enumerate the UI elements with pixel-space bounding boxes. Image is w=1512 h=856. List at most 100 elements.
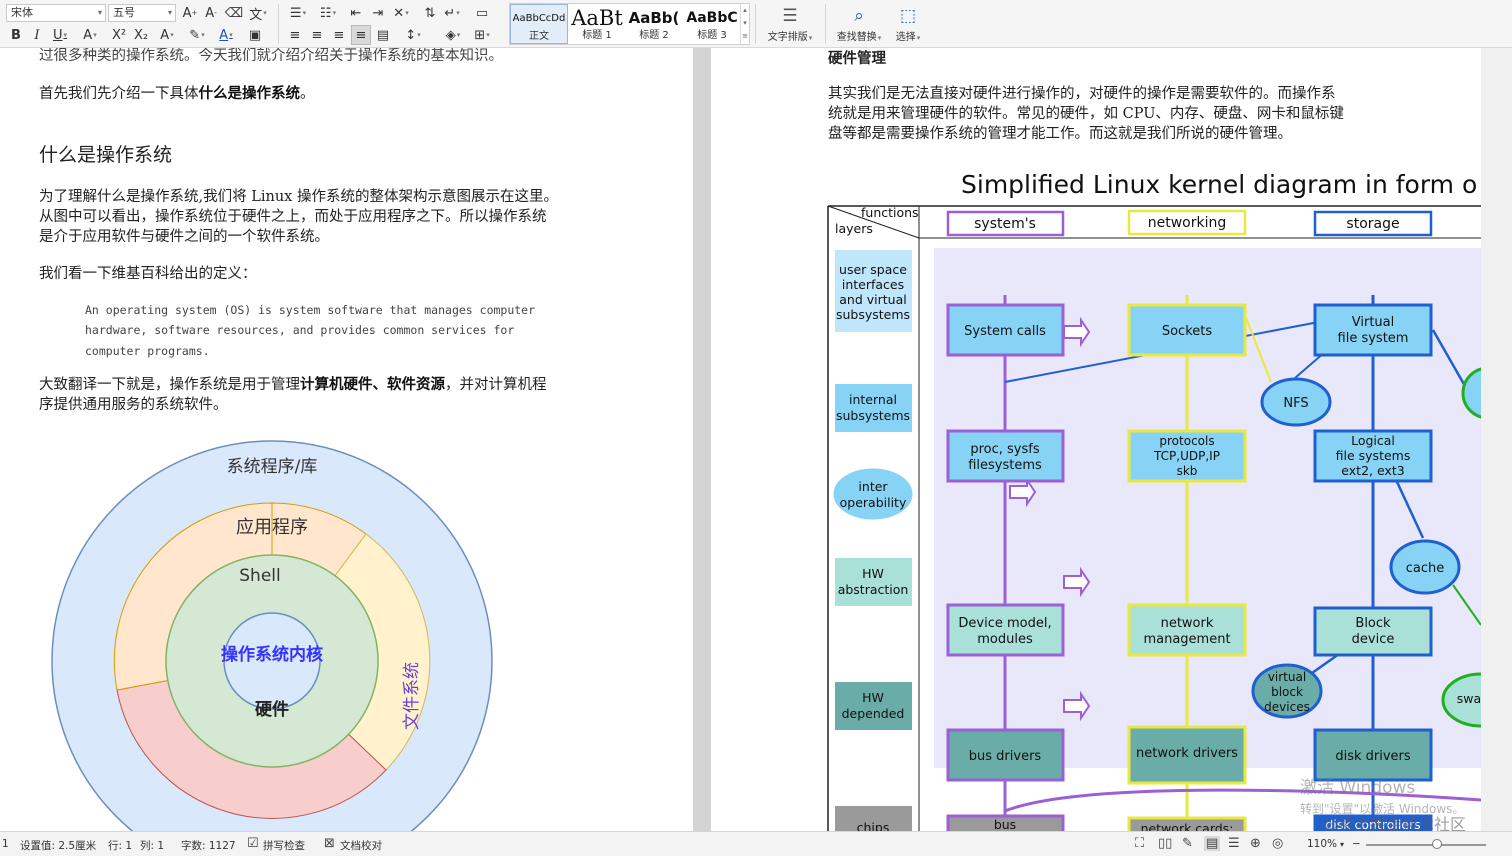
shrink-font-icon[interactable]: A- — [205, 5, 217, 21]
align-center-icon[interactable]: ≡ — [311, 27, 323, 43]
os-ring-diagram: 应用程序 Shell 操作系统内核 硬件 文件系统 — [51, 440, 493, 831]
font-size-select[interactable]: 五号▾ — [108, 4, 176, 22]
select-button[interactable]: ⬚ 选择▾ — [880, 4, 936, 43]
align-right-icon[interactable]: ≡ — [333, 27, 345, 43]
style-heading-2[interactable]: AaBb( 标题 2 — [628, 9, 680, 41]
grow-font-icon[interactable]: A+ — [182, 5, 198, 21]
zoom-level[interactable]: 110% — [1307, 838, 1338, 850]
hw-para-line-3: 盘等都是需要操作系统的管理才能工作。而这就是我们所说的硬件管理。 — [828, 126, 1292, 142]
align-left-icon[interactable]: ≡ — [289, 27, 301, 43]
chinese-layout-icon[interactable]: ✕▾ — [393, 5, 409, 21]
status-row: 行: 1 — [108, 840, 133, 852]
status-doc-proof[interactable]: 文档校对 — [340, 840, 382, 852]
zoom-slider-track[interactable] — [1366, 844, 1486, 846]
para-1-line-3: 是介于应用软件与硬件之间的一个软件系统。 — [39, 229, 329, 245]
read-mode-icon[interactable]: ▯▯ — [1158, 836, 1173, 851]
zoom-dropdown-icon[interactable]: ▾ — [1340, 840, 1345, 849]
fullscreen-icon[interactable]: ⛶ — [1135, 836, 1145, 851]
diagram-title: Simplified Linux kernel diagram in form … — [961, 170, 1477, 199]
decrease-indent-icon[interactable]: ⇤ — [350, 5, 362, 21]
borders-icon[interactable]: ⊞▾ — [474, 27, 490, 43]
subscript-icon[interactable]: X₂ — [133, 27, 149, 43]
justify-icon[interactable]: ≡ — [351, 25, 371, 45]
box-net-cards-label: network cards: — [1141, 821, 1234, 831]
box-net-drivers — [1127, 725, 1247, 785]
source-watermark: @稀土掘金技术社区 — [1322, 815, 1467, 834]
label-hardware: 硬件 — [255, 699, 289, 720]
distribute-icon[interactable]: ▤ — [376, 27, 390, 43]
line-spacing-icon[interactable]: ↕▾ — [405, 27, 421, 43]
numbered-list-icon[interactable]: ☷▾ — [319, 5, 337, 21]
label-shell: Shell — [239, 566, 280, 586]
ruler-icon[interactable]: ▭ — [475, 5, 489, 21]
ellipse-partial — [1461, 367, 1481, 419]
superscript-icon[interactable]: X² — [111, 27, 127, 43]
style-heading-3[interactable]: AaBbC 标题 3 — [686, 10, 738, 41]
pen-icon[interactable]: ✎ — [1182, 836, 1193, 851]
outline-view-icon[interactable]: ☰ — [1228, 836, 1240, 851]
font-name-select[interactable]: 宋体▾ — [6, 4, 106, 22]
box-system-calls — [946, 303, 1065, 357]
underline-icon[interactable]: U▾ — [52, 27, 68, 43]
increase-indent-icon[interactable]: ⇥ — [372, 5, 384, 21]
status-bar: 1 设置值: 2.5厘米 行: 1 列: 1 字数: 1127 ☑ 拼写检查 ⊠… — [0, 831, 1512, 856]
box-sockets — [1127, 303, 1247, 357]
clear-format-icon[interactable]: ⌫ — [224, 5, 244, 21]
web-view-icon[interactable]: ⊕ — [1250, 836, 1261, 851]
char-border-icon[interactable]: ▣ — [248, 27, 262, 43]
find-replace-button[interactable]: ⌕ 查找替换▾ — [829, 4, 889, 43]
status-setting[interactable]: 设置值: 2.5厘米 — [20, 840, 97, 852]
box-disk-ctrl — [1313, 814, 1433, 831]
bullet-list-icon[interactable]: ☰▾ — [289, 5, 307, 21]
zoom-out-button[interactable]: − — [1352, 838, 1361, 850]
italic-icon[interactable]: I — [34, 27, 40, 43]
style-gallery-scroll[interactable]: ▴▾≡ — [740, 4, 749, 44]
document-canvas[interactable]: 过很多种类的操作系统。今天我们就介绍介绍关于操作系统的基本知识。 首先我们先介绍… — [0, 48, 1512, 831]
page-right[interactable]: 硬件管理 其实我们是无法直接对硬件进行操作的，对硬件的操作是需要软件的。而操作系… — [711, 48, 1481, 831]
shading-icon[interactable]: ◈▾ — [445, 27, 461, 43]
box-bus-label: bus — [994, 817, 1016, 831]
cut-line: 过很多种类的操作系统。今天我们就介绍介绍关于操作系统的基本知识。 — [39, 48, 503, 64]
ellipse-virtual-block — [1251, 663, 1323, 719]
box-disk-ctrl-label: disk controllers — [1325, 817, 1420, 831]
style-heading-1[interactable]: AaBt 标题 1 — [571, 6, 623, 41]
page-left[interactable]: 过很多种类的操作系统。今天我们就介绍介绍关于操作系统的基本知识。 首先我们先介绍… — [0, 48, 693, 831]
eye-protect-icon[interactable]: ◎ — [1272, 836, 1284, 851]
para-3-line-2: 序提供通用服务的系统软件。 — [39, 397, 228, 413]
vertical-scrollbar[interactable] — [1481, 48, 1512, 831]
page-view-icon[interactable]: ▤ — [1204, 836, 1221, 851]
style-normal[interactable]: AaBbCcDd 正文 — [510, 4, 568, 44]
strikethrough-icon[interactable]: A▾ — [83, 27, 97, 43]
show-marks-icon[interactable]: ↵▾ — [444, 5, 460, 21]
box-net-mgmt — [1127, 603, 1247, 657]
corner-layers: layers — [835, 221, 873, 236]
zoom-slider-thumb[interactable] — [1432, 839, 1442, 849]
col-systems — [946, 210, 1065, 237]
status-word-count[interactable]: 字数: 1127 — [181, 840, 236, 852]
text-effect-icon[interactable]: A▾ — [160, 27, 174, 43]
label-syslib: 系统程序/库 — [226, 457, 318, 477]
col-networking — [1127, 209, 1247, 236]
ribbon-toolbar: 宋体▾ 五号▾ A+ A- ⌫ 文▾ B I U▾ A▾ X² X₂ A▾ ✎▾… — [0, 0, 1512, 48]
status-spell-check[interactable]: 拼写检查 — [263, 840, 305, 852]
bold-icon[interactable]: B — [11, 27, 21, 43]
col-storage-label: storage — [1346, 216, 1399, 232]
label-kernel: 操作系统内核 — [221, 644, 323, 665]
highlight-icon[interactable]: ✎▾ — [189, 27, 205, 43]
status-page[interactable]: 1 — [2, 838, 9, 850]
phonetic-icon[interactable]: 文▾ — [249, 7, 267, 23]
ellipse-nfs-label: NFS — [1283, 396, 1308, 411]
font-color-icon[interactable]: A▾ — [219, 27, 233, 43]
ring-hardware — [223, 612, 321, 710]
quote-line-2: hardware, software resources, and provid… — [85, 323, 515, 337]
sort-icon[interactable]: ⇅ — [424, 5, 436, 21]
search-icon: ⌕ — [854, 6, 864, 26]
para-1-line-1: 为了理解什么是操作系统,我们将 Linux 操作系统的整体架构示意图展示在这里。 — [39, 189, 558, 205]
text-layout-button[interactable]: ☰ 文字排版▾ — [760, 4, 820, 43]
hw-para-line-2: 统就是用来管理硬件的软件。常见的硬件，如 CPU、内存、硬盘、网卡和鼠标键 — [828, 106, 1344, 122]
